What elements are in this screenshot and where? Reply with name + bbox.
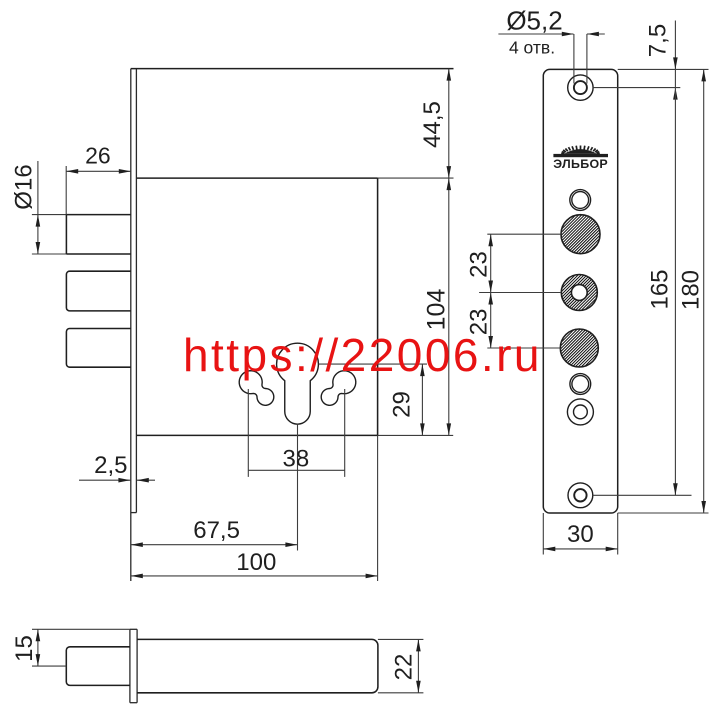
svg-text:22: 22 (391, 654, 418, 681)
svg-text:26: 26 (85, 143, 111, 169)
svg-text:30: 30 (567, 521, 594, 548)
svg-text:https://22006.ru: https://22006.ru (183, 329, 540, 381)
svg-text:2,5: 2,5 (94, 452, 127, 479)
svg-text:38: 38 (283, 446, 310, 473)
svg-text:Ø5,2: Ø5,2 (506, 6, 562, 36)
svg-text:23: 23 (466, 251, 493, 278)
svg-text:100: 100 (236, 549, 276, 576)
svg-text:67,5: 67,5 (193, 517, 240, 544)
svg-text:ЭЛЬБОР: ЭЛЬБОР (553, 157, 607, 171)
svg-text:165: 165 (647, 269, 674, 309)
svg-text:180: 180 (678, 270, 705, 310)
svg-text:44,5: 44,5 (419, 101, 446, 148)
svg-text:104: 104 (423, 289, 451, 331)
svg-text:Ø16: Ø16 (11, 164, 38, 209)
svg-text:4 отв.: 4 отв. (509, 38, 555, 58)
svg-text:15: 15 (11, 635, 38, 662)
svg-text:23: 23 (466, 309, 493, 336)
svg-text:29: 29 (389, 391, 416, 418)
svg-text:7,5: 7,5 (645, 24, 672, 57)
